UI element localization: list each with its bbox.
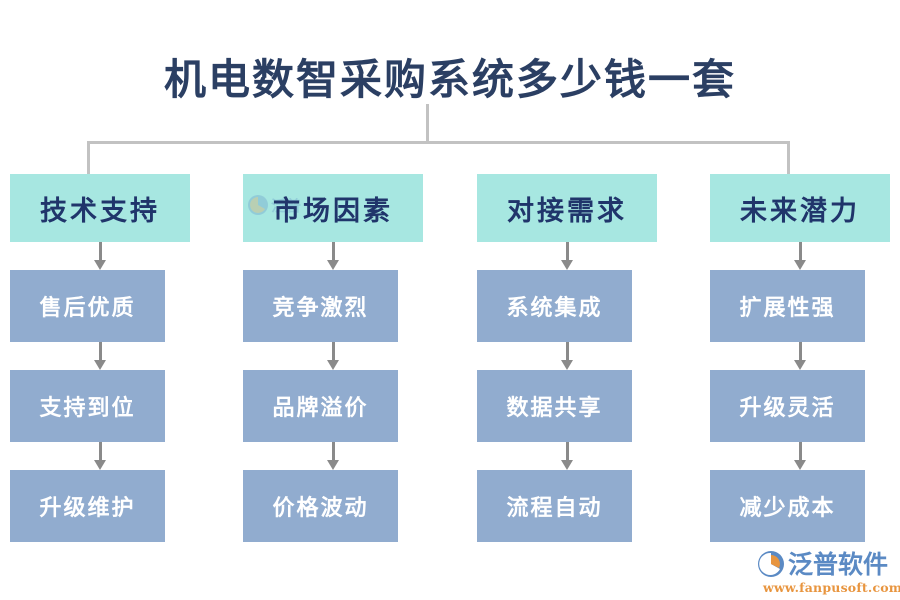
column-header-box-4[interactable]: 未来潜力 (710, 174, 890, 242)
diagram-column-4: 未来潜力 扩展性强 升级灵活 减少成本 (710, 174, 890, 542)
item-label-3-3: 流程自动 (506, 495, 603, 521)
item-box-3-1[interactable]: 系统集成 (477, 270, 632, 342)
arrow-head (561, 360, 573, 370)
arrow-head (94, 360, 106, 370)
item-box-4-2[interactable]: 升级灵活 (710, 370, 865, 442)
arrow-down-icon (477, 242, 657, 270)
arrow-down-icon (243, 442, 423, 470)
item-label-4-2: 升级灵活 (739, 395, 836, 421)
item-wrapper: 减少成本 (710, 470, 890, 542)
arrow-head (561, 260, 573, 270)
arrow-head (94, 460, 106, 470)
arrow-shaft (565, 242, 569, 262)
item-box-1-3[interactable]: 升级维护 (10, 470, 165, 542)
arrow-head (327, 460, 339, 470)
item-label-3-2: 数据共享 (506, 395, 603, 421)
item-wrapper: 扩展性强 (710, 270, 890, 342)
item-box-1-1[interactable]: 售后优质 (10, 270, 165, 342)
item-wrapper: 品牌溢价 (243, 370, 423, 442)
arrow-down-icon (710, 242, 890, 270)
arrow-head (327, 360, 339, 370)
arrow-shaft (798, 342, 802, 362)
column-header-label-1: 技术支持 (40, 195, 160, 227)
column-header-label-2: 市场因素 (273, 195, 393, 227)
connector-horizontal-bar (87, 141, 790, 144)
fanpu-logo-icon (758, 551, 784, 577)
item-label-1-1: 售后优质 (39, 295, 136, 321)
item-wrapper: 流程自动 (477, 470, 657, 542)
column-header-box-3[interactable]: 对接需求 (477, 174, 657, 242)
arrow-shaft (98, 242, 102, 262)
item-wrapper: 支持到位 (10, 370, 190, 442)
arrow-down-icon (710, 342, 890, 370)
item-wrapper: 数据共享 (477, 370, 657, 442)
item-label-1-2: 支持到位 (39, 395, 136, 421)
diagram-column-3: 对接需求 系统集成 数据共享 流程自动 (477, 174, 657, 542)
arrow-shaft (331, 342, 335, 362)
arrow-shaft (798, 442, 802, 462)
item-box-2-1[interactable]: 竞争激烈 (243, 270, 398, 342)
arrow-head (794, 260, 806, 270)
connector-drop-right (787, 141, 790, 175)
column-header-box-2[interactable]: 泛普 市场因素 (243, 174, 423, 242)
connector-drop-left (87, 141, 90, 175)
column-header-box-1[interactable]: 技术支持 (10, 174, 190, 242)
item-wrapper: 价格波动 (243, 470, 423, 542)
arrow-shaft (798, 242, 802, 262)
item-box-4-3[interactable]: 减少成本 (710, 470, 865, 542)
item-box-1-2[interactable]: 支持到位 (10, 370, 165, 442)
item-wrapper: 售后优质 (10, 270, 190, 342)
item-box-4-1[interactable]: 扩展性强 (710, 270, 865, 342)
item-label-4-3: 减少成本 (739, 495, 836, 521)
arrow-head (794, 460, 806, 470)
item-box-2-3[interactable]: 价格波动 (243, 470, 398, 542)
page-title: 机电数智采购系统多少钱一套 (163, 55, 736, 104)
arrow-shaft (331, 242, 335, 262)
arrow-head (94, 260, 106, 270)
item-wrapper: 升级维护 (10, 470, 190, 542)
arrow-down-icon (710, 442, 890, 470)
diagram-column-2: 泛普 市场因素 竞争激烈 品牌溢价 价格波动 (243, 174, 423, 542)
brand-logo[interactable]: 泛普软件 www.fanpusoft.com (757, 550, 900, 596)
item-label-2-1: 竞争激烈 (272, 295, 369, 321)
arrow-shaft (331, 442, 335, 462)
arrow-down-icon (243, 342, 423, 370)
item-wrapper: 升级灵活 (710, 370, 890, 442)
arrow-down-icon (477, 442, 657, 470)
arrow-shaft (565, 342, 569, 362)
item-wrapper: 竞争激烈 (243, 270, 423, 342)
arrow-head (327, 260, 339, 270)
arrow-head (561, 460, 573, 470)
column-header-label-4: 未来潜力 (740, 195, 860, 227)
arrow-down-icon (10, 242, 190, 270)
arrow-down-icon (10, 442, 190, 470)
item-label-1-3: 升级维护 (39, 495, 136, 521)
column-header-label-3: 对接需求 (507, 195, 627, 227)
arrow-down-icon (243, 242, 423, 270)
diagram-column-1: 技术支持 售后优质 支持到位 升级维护 (10, 174, 190, 542)
brand-logo-text: 泛普软件 (788, 549, 889, 579)
item-box-3-2[interactable]: 数据共享 (477, 370, 632, 442)
item-wrapper: 系统集成 (477, 270, 657, 342)
arrow-head (794, 360, 806, 370)
arrow-shaft (98, 442, 102, 462)
arrow-down-icon (10, 342, 190, 370)
item-label-2-2: 品牌溢价 (272, 395, 369, 421)
connector-stem-vertical (426, 104, 429, 143)
item-label-2-3: 价格波动 (272, 495, 369, 521)
arrow-down-icon (477, 342, 657, 370)
item-label-3-1: 系统集成 (506, 295, 603, 321)
item-label-4-1: 扩展性强 (739, 295, 836, 321)
item-box-2-2[interactable]: 品牌溢价 (243, 370, 398, 442)
item-box-3-3[interactable]: 流程自动 (477, 470, 632, 542)
brand-logo-row: 泛普软件 (757, 550, 895, 578)
arrow-shaft (98, 342, 102, 362)
arrow-shaft (565, 442, 569, 462)
brand-logo-url: www.fanpusoft.com (763, 580, 900, 595)
